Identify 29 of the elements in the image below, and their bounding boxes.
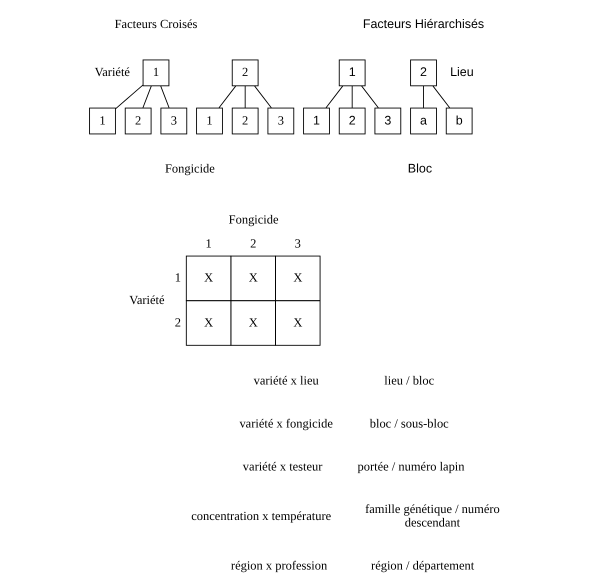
label: région / département [370, 558, 474, 572]
label: portée / numéro lapin [357, 459, 464, 474]
label: Facteurs Hiérarchisés [362, 17, 484, 31]
label: X [248, 315, 258, 330]
node-label: Variété [94, 65, 130, 80]
label: 1 [174, 270, 180, 285]
label: concentration x température [190, 508, 331, 523]
label: variété x testeur [242, 459, 322, 474]
label: X [292, 270, 302, 285]
label: lieu / bloc [384, 374, 434, 388]
label: variété x lieu [253, 374, 318, 388]
label: Fongicide [228, 212, 278, 226]
label: X [248, 270, 258, 285]
label: 3 [294, 236, 300, 250]
label: Facteurs Croisés [114, 17, 197, 31]
label: 2 [174, 315, 180, 330]
label: X [204, 315, 213, 330]
label: X [292, 315, 302, 330]
label: 2 [250, 236, 256, 250]
label: Variété [128, 292, 164, 307]
label: famille génétique / numéro descendant [364, 502, 500, 530]
node-label: Lieu [450, 65, 474, 80]
label: bloc / sous-bloc [369, 416, 448, 430]
label: Fongicide [164, 161, 214, 176]
label: X [204, 270, 213, 285]
label: variété x fongicide [238, 416, 332, 430]
label: Bloc [407, 161, 432, 176]
label: 1 [204, 236, 212, 250]
label: région x profession [230, 558, 327, 572]
